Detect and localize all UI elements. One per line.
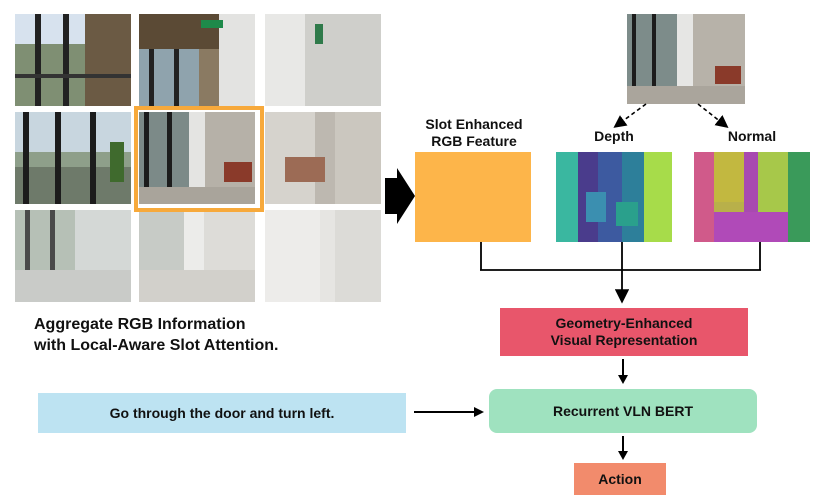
right-arrow-icon [414, 407, 484, 417]
big-right-arrow-icon [385, 168, 415, 224]
view-tile-r2c3 [265, 112, 381, 204]
geometry-enhanced-box: Geometry-Enhanced Visual Representation [500, 308, 748, 356]
slot-feature-block [415, 152, 531, 242]
view-tile-r1c3 [265, 14, 381, 106]
view-tile-r2c2 [139, 112, 255, 204]
view-tile-r3c1 [15, 210, 131, 302]
depth-map-image [556, 152, 672, 242]
geometry-box-line2: Visual Representation [550, 332, 698, 348]
source-view-image [627, 14, 745, 104]
recurrent-vln-bert-box: Recurrent VLN BERT [489, 389, 757, 433]
view-tile-r1c1 [15, 14, 131, 106]
view-tile-r2c1 [15, 112, 131, 204]
slot-feature-label-line1: Slot Enhanced [425, 116, 523, 132]
merge-connector [480, 242, 761, 304]
down-arrow-icon-2 [618, 436, 628, 460]
dashed-split-arrows [613, 103, 729, 128]
view-tile-r3c3 [265, 210, 381, 302]
down-arrow-icon-1 [618, 359, 628, 384]
normal-label: Normal [727, 128, 777, 144]
slot-feature-label: Slot Enhanced RGB Feature [404, 116, 544, 150]
view-tile-r3c2 [139, 210, 255, 302]
geometry-box-line1: Geometry-Enhanced [555, 315, 693, 331]
action-box: Action [574, 463, 666, 495]
grid-caption-line1: Aggregate RGB Information [34, 316, 246, 333]
slot-feature-label-line2: RGB Feature [431, 133, 517, 149]
view-tile-r1c2 [139, 14, 255, 106]
instruction-box: Go through the door and turn left. [38, 393, 406, 433]
normal-map-image [694, 152, 810, 242]
grid-caption: Aggregate RGB Information with Local-Awa… [34, 314, 278, 356]
local-attention-highlight [134, 106, 264, 212]
grid-caption-line2: with Local-Aware Slot Attention. [34, 337, 279, 354]
depth-label: Depth [594, 128, 634, 144]
